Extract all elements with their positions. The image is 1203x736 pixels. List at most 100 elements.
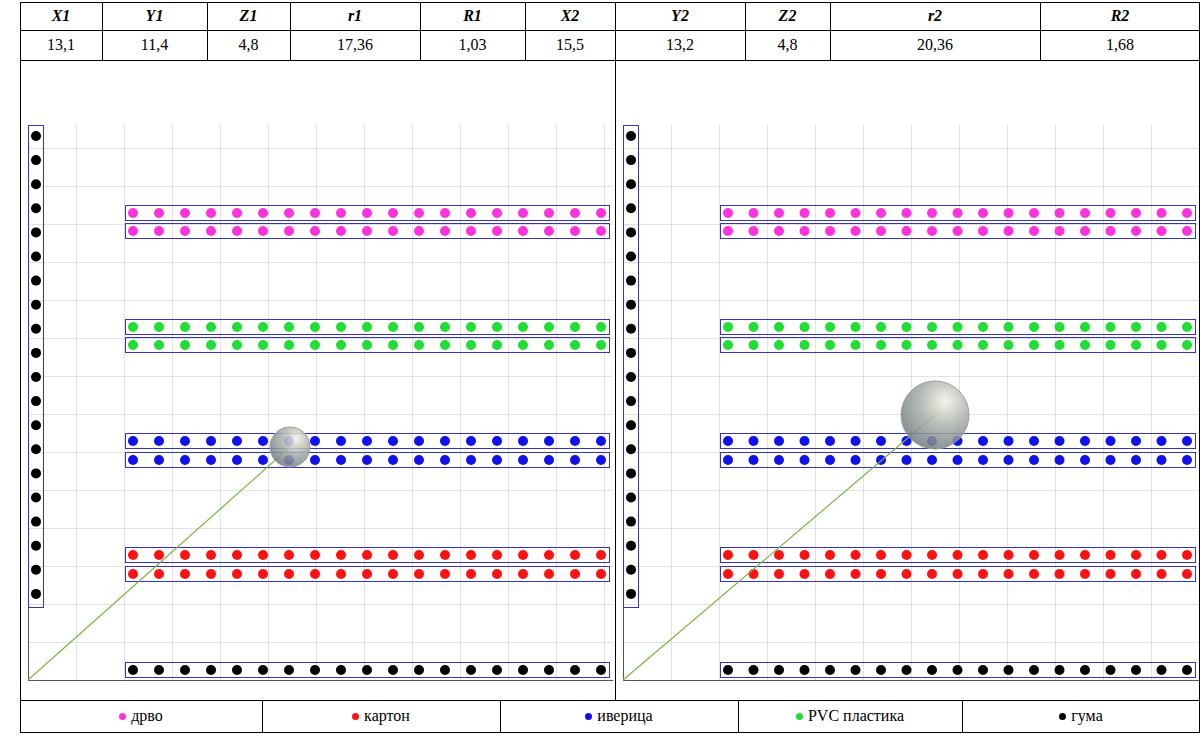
table-rule xyxy=(962,700,963,732)
sensor-dot xyxy=(851,665,861,675)
sensor-dot xyxy=(953,208,963,218)
sensor-dot xyxy=(258,665,268,675)
sensor-dot xyxy=(362,665,372,675)
sensor-dot xyxy=(154,455,164,465)
column-header: Y2 xyxy=(671,7,689,25)
sensor-dot xyxy=(544,569,554,579)
sensor-dot xyxy=(284,550,294,560)
sensor-dot xyxy=(414,340,424,350)
legend-entry: картон xyxy=(262,700,500,732)
sensor-dot xyxy=(466,340,476,350)
grid-line xyxy=(623,300,1199,301)
sensor-dot xyxy=(1080,455,1090,465)
sensor-dot xyxy=(466,550,476,560)
sensor-dot xyxy=(749,340,759,350)
sensor-strip xyxy=(126,567,610,582)
sensor-dot xyxy=(1182,340,1192,350)
grid-line xyxy=(623,186,1199,187)
sensor-dot xyxy=(596,340,606,350)
sensor-dot xyxy=(518,208,528,218)
sensor-strip xyxy=(721,548,1196,563)
sensor-dot xyxy=(206,340,216,350)
sensor-dot xyxy=(1131,550,1141,560)
grid-line xyxy=(268,125,269,680)
sensor-dot xyxy=(1004,226,1014,236)
table-header-cell: Y1 xyxy=(102,2,207,30)
sensor-dot xyxy=(492,208,502,218)
table-header-cell: Z2 xyxy=(745,2,830,30)
sensor-dot xyxy=(362,550,372,560)
sensor-dot xyxy=(596,455,606,465)
sensor-dot xyxy=(128,226,138,236)
sensor-dot xyxy=(128,569,138,579)
sensor-dot xyxy=(206,226,216,236)
sensor-dot xyxy=(774,455,784,465)
table-value-cell: 11,4 xyxy=(102,30,207,60)
legend-text: картон xyxy=(364,707,410,725)
sensor-dot xyxy=(800,455,810,465)
sensor-dot xyxy=(440,226,450,236)
sensor-dot xyxy=(723,569,733,579)
sensor-dot xyxy=(953,322,963,332)
sensor-dot xyxy=(774,340,784,350)
sensor-dot xyxy=(388,322,398,332)
sensor-dot xyxy=(206,569,216,579)
sensor-dot xyxy=(1055,455,1065,465)
sensor-dot xyxy=(284,226,294,236)
sensor-dot xyxy=(336,455,346,465)
sensor-dot xyxy=(1157,665,1167,675)
sensor-dot xyxy=(128,436,138,446)
grid-line xyxy=(1055,125,1056,680)
grid-line xyxy=(623,224,1199,225)
sensor-dot xyxy=(570,550,580,560)
sensor-dot xyxy=(1029,322,1039,332)
grid-line xyxy=(623,604,1199,605)
sensor-dot xyxy=(31,372,41,382)
sensor-dot xyxy=(180,226,190,236)
sensor-dot xyxy=(180,322,190,332)
sensor-dot xyxy=(800,340,810,350)
column-header: X1 xyxy=(52,7,71,25)
sensor-dot xyxy=(440,665,450,675)
sensor-dot xyxy=(466,226,476,236)
table-value-cell: 13,2 xyxy=(615,30,745,60)
sensor-dot xyxy=(388,455,398,465)
sensor-dot xyxy=(596,436,606,446)
sensor-dot xyxy=(492,340,502,350)
sensor-dot xyxy=(492,436,502,446)
sensor-dot xyxy=(570,208,580,218)
sensor-dot xyxy=(723,226,733,236)
sensor-dot xyxy=(1080,436,1090,446)
sensor-dot xyxy=(206,322,216,332)
sensor-dot xyxy=(570,436,580,446)
table-value-cell: 15,5 xyxy=(525,30,615,60)
grid-line xyxy=(364,125,365,680)
table-header-cell: r1 xyxy=(290,2,420,30)
source-sphere xyxy=(901,381,969,449)
table-rule xyxy=(745,2,746,60)
table-border xyxy=(21,3,1200,733)
sensor-dot xyxy=(310,569,320,579)
sensor-dot xyxy=(310,550,320,560)
sensor-dot xyxy=(31,468,41,478)
sensor-dot xyxy=(626,372,636,382)
grid-line xyxy=(28,338,613,339)
table-rule xyxy=(20,700,1200,701)
sensor-dot xyxy=(626,444,636,454)
sensor-dot xyxy=(492,455,502,465)
grid-line xyxy=(623,262,1199,263)
legend-entry: дрво xyxy=(20,700,262,732)
sensor-dot xyxy=(825,436,835,446)
sensor-dot xyxy=(825,208,835,218)
table-rule xyxy=(830,2,831,60)
sensor-dot xyxy=(492,226,502,236)
sensor-dot xyxy=(362,569,372,579)
sensor-dot xyxy=(978,322,988,332)
sensor-dot xyxy=(570,340,580,350)
sensor-dot xyxy=(1157,226,1167,236)
sensor-dot xyxy=(596,550,606,560)
sensor-dot xyxy=(544,226,554,236)
sensor-strip xyxy=(624,126,639,608)
grid-line xyxy=(220,125,221,680)
sensor-dot xyxy=(626,493,636,503)
